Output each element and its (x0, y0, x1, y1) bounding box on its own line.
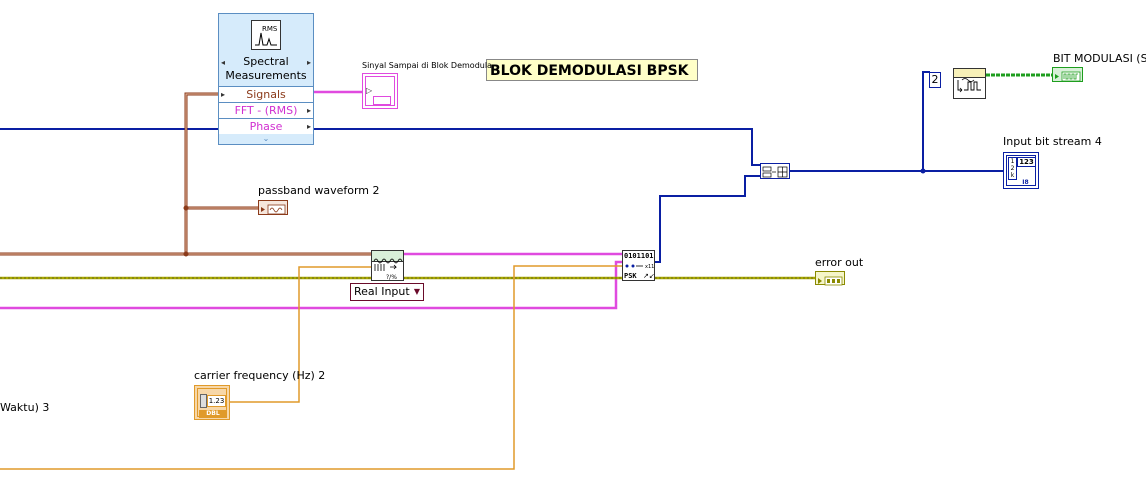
arrows-icon: ↗↙ (643, 272, 655, 280)
blue-junction (920, 168, 926, 174)
psk-label: PSK (624, 272, 637, 280)
bit-modulasi-indicator[interactable] (1052, 67, 1083, 82)
waveform-to-bits-node[interactable] (953, 68, 986, 99)
chevron-down-icon: ▼ (413, 287, 420, 296)
waveform-icon (261, 204, 286, 215)
bit-modulasi-label: BIT MODULASI (S (1053, 52, 1146, 65)
input-bit-stream-label: Input bit stream 4 (1003, 135, 1102, 148)
passband-label: passband waveform 2 (258, 184, 380, 197)
orange-wire-carrier (230, 266, 372, 403)
input-arrow-icon: ▸ (221, 90, 226, 99)
output-arrow-icon: ▸ (306, 106, 311, 115)
filter-vi[interactable]: ?/% (371, 250, 404, 281)
error-out-indicator[interactable] (815, 271, 845, 286)
input-bit-type: I8 (1022, 179, 1029, 186)
build-array-icon (762, 166, 788, 178)
signal-wave-icon (372, 251, 403, 264)
blue-wire-branch (922, 71, 930, 171)
error-out-label: error out (815, 256, 864, 269)
svg-text:x11: x11 (645, 264, 654, 270)
chevron-left-icon: ◂ (221, 58, 226, 67)
input-arrow-icon: ▷ (366, 86, 373, 95)
svg-text:RMS: RMS (262, 25, 278, 33)
spectrum-icon: RMS (251, 20, 281, 50)
waktu-label: Waktu) 3 (0, 401, 50, 414)
constellation-icon: x11 (625, 264, 654, 270)
output-arrow-icon: ▸ (306, 122, 311, 131)
digital-waveform-icon (957, 80, 981, 93)
carrier-value: 1.23 (207, 395, 226, 407)
bits-label: 0101101 (624, 252, 654, 260)
passband-indicator[interactable] (258, 200, 288, 215)
build-array-node[interactable] (760, 163, 790, 179)
terminal-signals[interactable]: ▸ Signals (219, 86, 313, 102)
blue-wire-demod (655, 175, 760, 263)
svg-text:?/%: ?/% (386, 274, 397, 281)
carrier-frequency-label: carrier frequency (Hz) 2 (194, 369, 326, 382)
expand-chevron-icon[interactable]: ⌄ (262, 134, 270, 143)
waveform-graph-icon (373, 96, 391, 105)
orange-wire-loop (0, 265, 622, 470)
pink-wire-lower (0, 260, 622, 310)
express-vi-name: Spectral Measurements (225, 55, 307, 82)
real-input-dropdown[interactable]: Real Input ▼ (350, 283, 424, 301)
error-cluster-icon (818, 276, 843, 286)
terminal-fft-rms[interactable]: FFT - (RMS) ▸ (219, 102, 313, 118)
carrier-type: DBL (199, 410, 227, 418)
digital-waveform-icon (1055, 71, 1081, 82)
carrier-frequency-control[interactable]: 1.23 DBL (194, 385, 230, 420)
terminal-phase[interactable]: Phase ▸ (219, 118, 313, 134)
graph-indicator-sinyal[interactable]: ▷ (362, 73, 398, 109)
filter-icon: ?/% (374, 264, 397, 281)
sine-icon (954, 69, 985, 82)
chevron-right-icon: ▸ (306, 58, 311, 67)
constant-two[interactable]: 2 (929, 72, 941, 88)
increment-decrement-icon (200, 394, 207, 408)
psk-demodulator-vi[interactable]: 0101101 x11 PSK ↗↙ (622, 250, 655, 281)
spectral-measurements-vi[interactable]: RMS ◂ ▸ Spectral Measurements ▸ Signals … (218, 13, 314, 145)
diagram-title: BLOK DEMODULASI BPSK (486, 59, 698, 81)
input-bit-value: 123 (1017, 157, 1036, 167)
blue-wire-top (0, 128, 760, 166)
sinyal-sampai-label: Sinyal Sampai di Blok Demodula (362, 61, 492, 70)
brown-wire-vertical (184, 92, 220, 254)
